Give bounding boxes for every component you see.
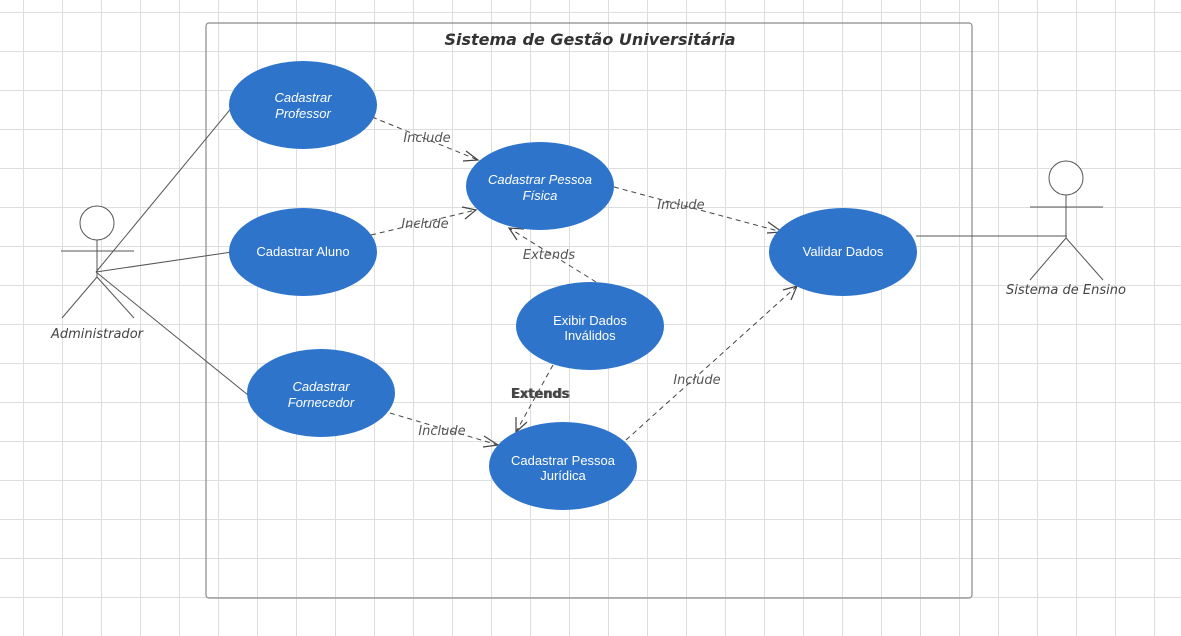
extends-exibir-pf-arrow (507, 227, 525, 241)
system-boundary (205, 22, 973, 599)
actor-leg-left (61, 276, 98, 319)
use-case-label: Fornecedor (288, 395, 355, 410)
use-case-label: Inválidos (564, 328, 616, 343)
actor-sistema-de-ensino[interactable]: Sistema de Ensino (1006, 160, 1126, 298)
use-case-label: Cadastrar Pessoa (511, 453, 616, 468)
include-professor-pf (371, 116, 479, 161)
actor-leg-right (1065, 237, 1104, 281)
use-case-cadastrar-aluno[interactable]: Cadastrar Aluno (229, 208, 377, 296)
extends-exibir-pj (515, 364, 554, 433)
actor-administrador[interactable]: Administrador (50, 205, 145, 342)
use-case-validar-dados[interactable]: Validar Dados (769, 208, 917, 296)
use-case-label: Cadastrar (274, 90, 332, 105)
association-admin-professor (95, 99, 239, 273)
extends-exibir-pf (508, 227, 597, 283)
use-case-label: Professor (275, 106, 331, 121)
include-pf-validar (613, 186, 783, 233)
include-aluno-pf-arrow (461, 206, 478, 220)
use-case-label: Cadastrar Pessoa (488, 172, 592, 187)
use-case-exibir-dados-invalidos[interactable]: Exibir Dados Inválidos (516, 282, 664, 370)
actor-leg-left (1029, 237, 1067, 281)
use-case-cadastrar-pessoa-juridica[interactable]: Cadastrar Pessoa Jurídica (489, 422, 637, 510)
use-case-label: Jurídica (540, 468, 586, 483)
label-extends-pj-b: Extends (512, 387, 571, 402)
actor-leg-right (96, 276, 135, 319)
include-professor-pf-arrow (462, 150, 480, 162)
include-pj-validar (625, 285, 798, 441)
label-include-pf: Include (657, 198, 704, 213)
label-extends-pf: Extends (523, 248, 575, 263)
actor-label: Sistema de Ensino (1006, 283, 1126, 298)
use-case-label: Cadastrar Aluno (256, 244, 349, 259)
label-include-pj: Include (673, 373, 720, 388)
use-case-label: Exibir Dados (553, 313, 627, 328)
actor-label: Administrador (50, 327, 145, 342)
use-case-label: Cadastrar (292, 379, 350, 394)
label-include-professor: Include (403, 131, 450, 146)
use-case-cadastrar-fornecedor[interactable]: Cadastrar Fornecedor (247, 349, 395, 437)
use-case-cadastrar-pessoa-fisica[interactable]: Cadastrar Pessoa Física (466, 142, 614, 230)
use-case-cadastrar-professor[interactable]: Cadastrar Professor (229, 61, 377, 149)
extends-exibir-pj-arrow (515, 417, 528, 434)
include-fornecedor-pj (389, 412, 499, 446)
label-include-aluno: Include (401, 217, 448, 232)
label-extends-pj-a: Extends (511, 387, 570, 402)
actor-head (1048, 160, 1084, 196)
use-case-label: Física (523, 188, 558, 203)
label-include-fornecedor: Include (418, 424, 465, 439)
association-admin-aluno (95, 251, 233, 273)
actor-head (79, 205, 115, 241)
association-admin-fornecedor (95, 271, 249, 396)
use-case-label: Validar Dados (803, 244, 884, 259)
system-title: Sistema de Gestão Universitária (444, 30, 735, 49)
